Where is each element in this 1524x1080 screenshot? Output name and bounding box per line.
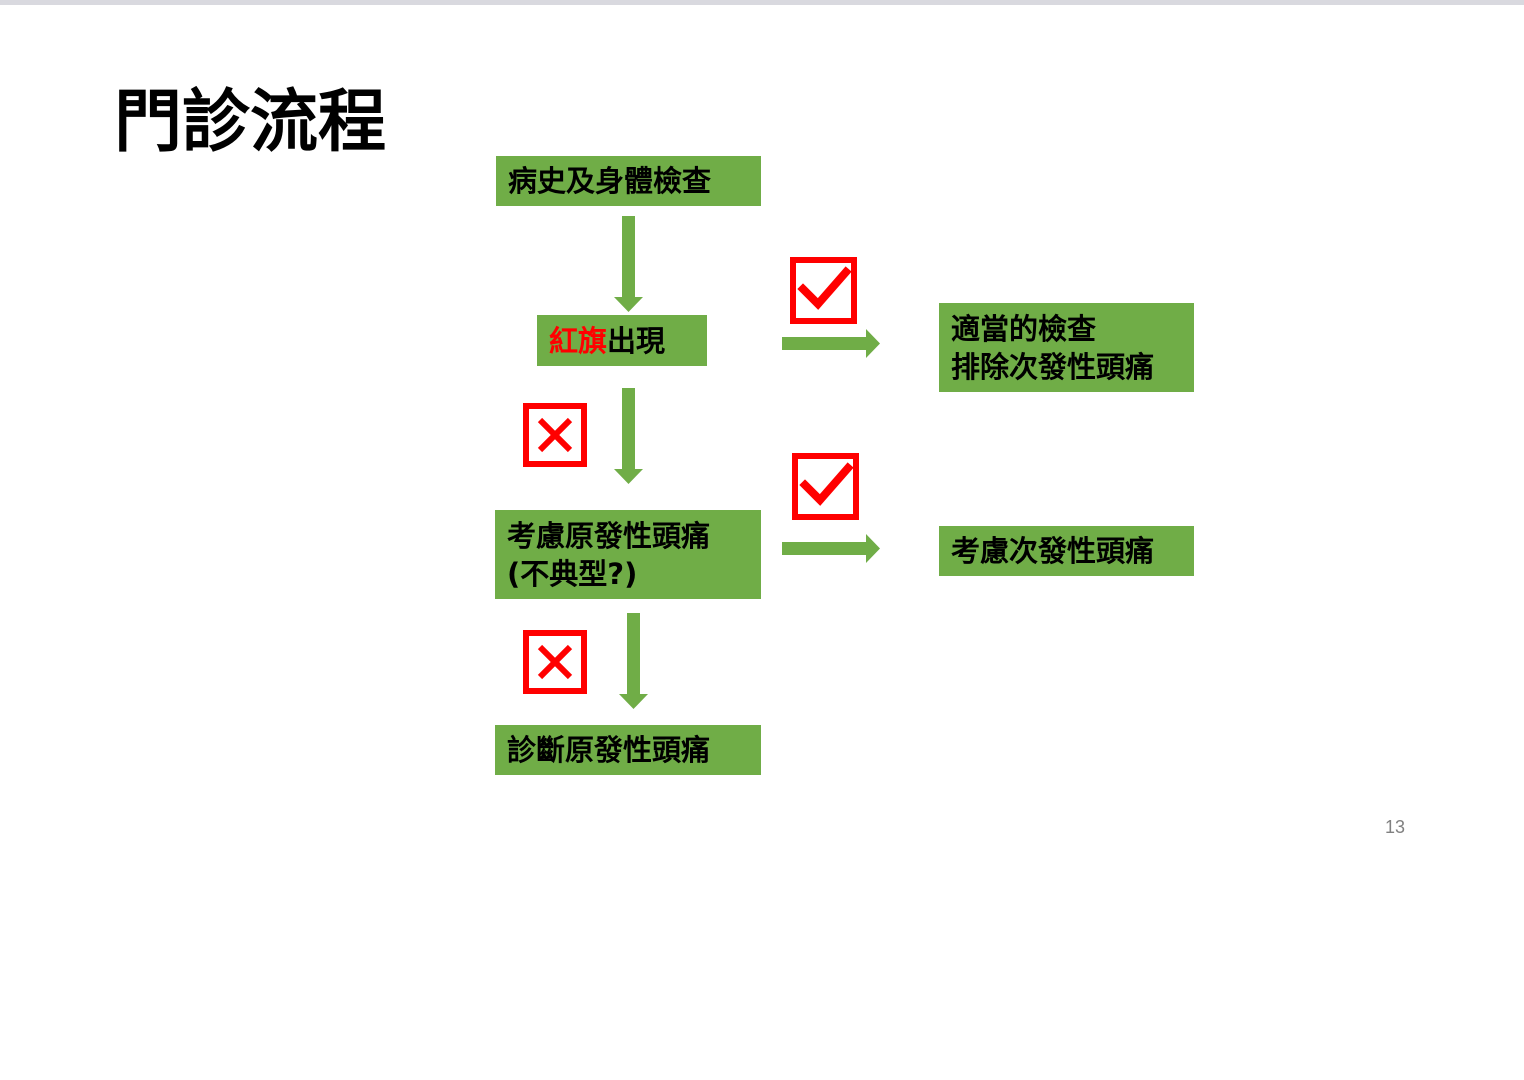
page-number: 13	[1385, 817, 1406, 837]
consider-secondary-label: 考慮次發性頭痛	[951, 534, 1155, 568]
top-rule	[0, 0, 1524, 5]
red-flag-rest: 出現	[607, 323, 666, 358]
appropriate-exam-line1: 適當的檢查	[951, 311, 1097, 346]
arrow-down-redflag-to-primary	[614, 388, 643, 484]
history-exam-box: 病史及身體檢查	[496, 156, 761, 206]
red-flag-highlight: 紅旗	[549, 323, 608, 358]
red-flag-box: 紅旗出現	[537, 315, 707, 366]
arrows	[614, 216, 880, 709]
slide-title: 門診流程	[114, 83, 387, 162]
consider-secondary-box: 考慮次發性頭痛	[939, 526, 1194, 576]
consider-primary-box: 考慮原發性頭痛 (不典型?)	[495, 510, 761, 599]
consider-primary-line2: (不典型?)	[507, 556, 638, 591]
arrow-right-redflag-to-exam	[782, 329, 880, 358]
appropriate-exam-box: 適當的檢查 排除次發性頭痛	[939, 303, 1194, 392]
cross-box-icon	[523, 403, 587, 467]
arrow-right-primary-to-secondary	[782, 534, 880, 563]
diagnose-primary-box: 診斷原發性頭痛	[495, 725, 761, 775]
appropriate-exam-line2: 排除次發性頭痛	[951, 349, 1155, 384]
diagnose-primary-label: 診斷原發性頭痛	[507, 733, 711, 767]
check-box-icon	[792, 453, 859, 520]
history-exam-label: 病史及身體檢查	[508, 164, 712, 198]
arrow-down-history-to-redflag	[614, 216, 643, 312]
cross-box-icon	[523, 630, 587, 694]
arrow-down-primary-to-diagnose	[619, 613, 648, 709]
check-box-icon	[790, 257, 857, 324]
consider-primary-line1: 考慮原發性頭痛	[507, 518, 711, 553]
